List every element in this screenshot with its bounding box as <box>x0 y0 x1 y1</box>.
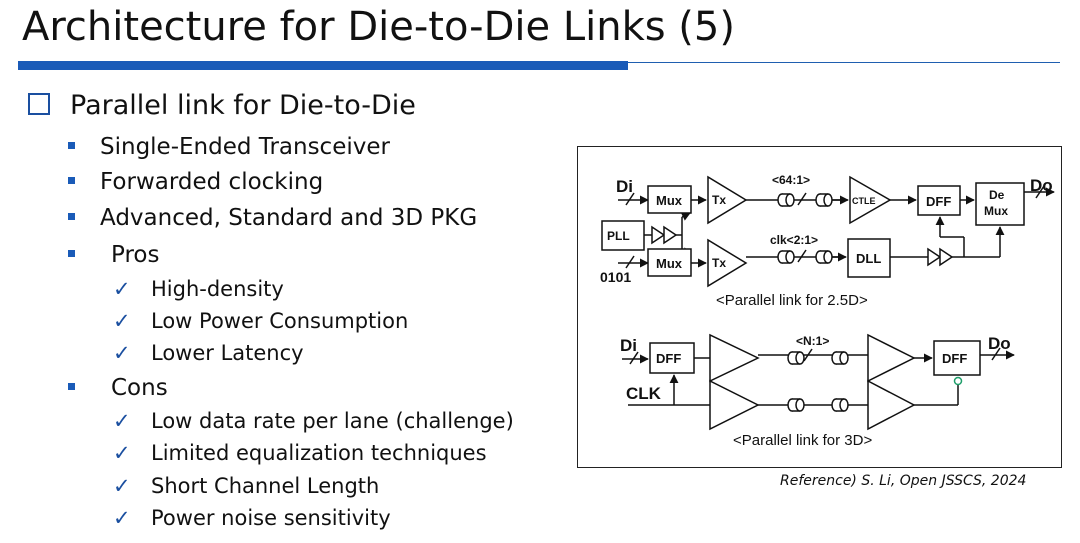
mux-block <box>647 248 692 277</box>
checkmark-icon: ✓ <box>113 506 131 530</box>
square-bullet-icon <box>68 177 75 184</box>
svg-text:clk<2:1>: clk<2:1> <box>770 233 818 247</box>
hollow-square-bullet-icon <box>28 93 50 115</box>
tx-driver <box>707 175 748 225</box>
pros-item: ✓High-density <box>113 277 284 301</box>
tx-driver <box>709 333 760 383</box>
svg-text:CTLE: CTLE <box>852 196 876 206</box>
svg-text:0101: 0101 <box>600 269 631 285</box>
square-bullet-icon <box>68 250 75 257</box>
svg-text:Mux: Mux <box>656 256 683 271</box>
svg-text:Mux: Mux <box>984 204 1008 218</box>
cons-item: ✓Power noise sensitivity <box>113 506 391 530</box>
mux-block <box>647 185 692 214</box>
tx-driver <box>707 238 748 288</box>
dff-block <box>933 340 981 376</box>
svg-text:Do: Do <box>988 334 1011 353</box>
checkmark-icon: ✓ <box>113 409 131 433</box>
rx-amp <box>867 333 916 383</box>
demux-block <box>975 182 1025 226</box>
svg-text:PLL: PLL <box>607 229 630 243</box>
caption-2-5d: <Parallel link for 2.5D> <box>716 292 868 309</box>
cons-item: ✓Low data rate per lane (challenge) <box>113 409 514 433</box>
checkmark-icon: ✓ <box>113 474 131 498</box>
checkmark-icon: ✓ <box>113 441 131 465</box>
dll-block <box>847 238 891 278</box>
svg-text:DFF: DFF <box>656 351 681 366</box>
checkmark-icon: ✓ <box>113 309 131 333</box>
main-heading-text: Parallel link for Die-to-Die <box>70 90 416 121</box>
svg-text:De: De <box>989 188 1005 202</box>
svg-text:<64:1>: <64:1> <box>772 173 810 187</box>
pros-item: ✓Lower Latency <box>113 341 304 365</box>
square-bullet-icon <box>68 213 75 220</box>
pros-label: Pros <box>68 242 159 268</box>
svg-text:Tx: Tx <box>712 193 726 207</box>
svg-text:Di: Di <box>620 336 637 355</box>
ctle-block <box>849 175 892 225</box>
dff-block <box>917 185 961 216</box>
svg-text:DFF: DFF <box>926 194 951 209</box>
caption-3d: <Parallel link for 3D> <box>733 432 872 449</box>
square-bullet-icon <box>68 383 75 390</box>
parallel-link-diagram: Di Mux Tx <64:1> CTLE DFF De Mux Do PLL … <box>577 146 1062 468</box>
svg-text:Mux: Mux <box>656 193 683 208</box>
square-bullet-icon <box>68 142 75 149</box>
bullet-item: Advanced, Standard and 3D PKG <box>68 205 477 231</box>
svg-text:Do: Do <box>1030 176 1053 195</box>
svg-text:DLL: DLL <box>856 251 881 266</box>
cons-item: ✓Limited equalization techniques <box>113 441 487 465</box>
main-heading: Parallel link for Die-to-Die <box>28 90 416 121</box>
svg-text:Di: Di <box>616 177 633 196</box>
svg-text:DFF: DFF <box>942 351 967 366</box>
checkmark-icon: ✓ <box>113 341 131 365</box>
checkmark-icon: ✓ <box>113 277 131 301</box>
cons-label: Cons <box>68 375 168 401</box>
pros-item: ✓Low Power Consumption <box>113 309 409 333</box>
reference-citation: Reference) S. Li, Open JSSCS, 2024 <box>780 473 1027 489</box>
slide-title: Architecture for Die-to-Die Links (5) <box>22 4 735 50</box>
bullet-item: Single-Ended Transceiver <box>68 134 390 160</box>
svg-text:Tx: Tx <box>712 256 726 270</box>
title-accent-bar <box>18 61 628 70</box>
svg-text:CLK: CLK <box>626 384 662 403</box>
cons-item: ✓Short Channel Length <box>113 474 380 498</box>
bullet-item: Forwarded clocking <box>68 169 323 195</box>
svg-text:<N:1>: <N:1> <box>796 334 829 348</box>
pll-block <box>601 220 645 251</box>
